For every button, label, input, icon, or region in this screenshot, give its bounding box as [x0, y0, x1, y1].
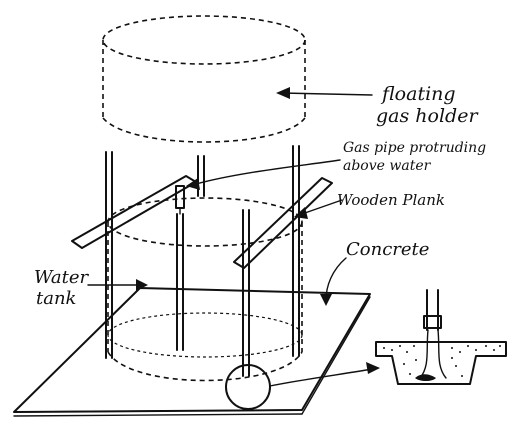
detail-callout: [225, 362, 380, 410]
arrow-head-icon: [136, 279, 148, 291]
label-arrows: [87, 87, 373, 306]
gas-pipe-outlet: [175, 185, 185, 215]
inset-concrete-detail: [375, 289, 507, 385]
label-water-tank-line2: tank: [36, 288, 76, 309]
label-gas-holder-line1: floating: [380, 83, 456, 105]
wooden-plank-right: [233, 177, 333, 269]
label-water-tank-line1: Water: [34, 267, 90, 288]
water-tank: [107, 197, 303, 382]
arrow-head-icon: [276, 87, 290, 99]
label-gas-holder-line2: gas holder: [376, 105, 479, 127]
concrete-slab: [13, 287, 371, 417]
label-wooden-plank: Wooden Plank: [337, 191, 445, 209]
arrow-head-icon: [186, 178, 200, 190]
arrow-head-icon: [294, 207, 308, 219]
arrow-head-icon: [366, 362, 380, 374]
guide-pipes: [105, 145, 300, 377]
label-concrete: Concrete: [346, 239, 429, 260]
label-gas-pipe-line1: Gas pipe protruding: [343, 140, 486, 156]
label-gas-pipe-line2: above water: [343, 158, 432, 174]
floating-gas-holder: [102, 15, 306, 143]
concrete-speckles: [383, 345, 501, 377]
arrow-head-icon: [320, 294, 332, 306]
